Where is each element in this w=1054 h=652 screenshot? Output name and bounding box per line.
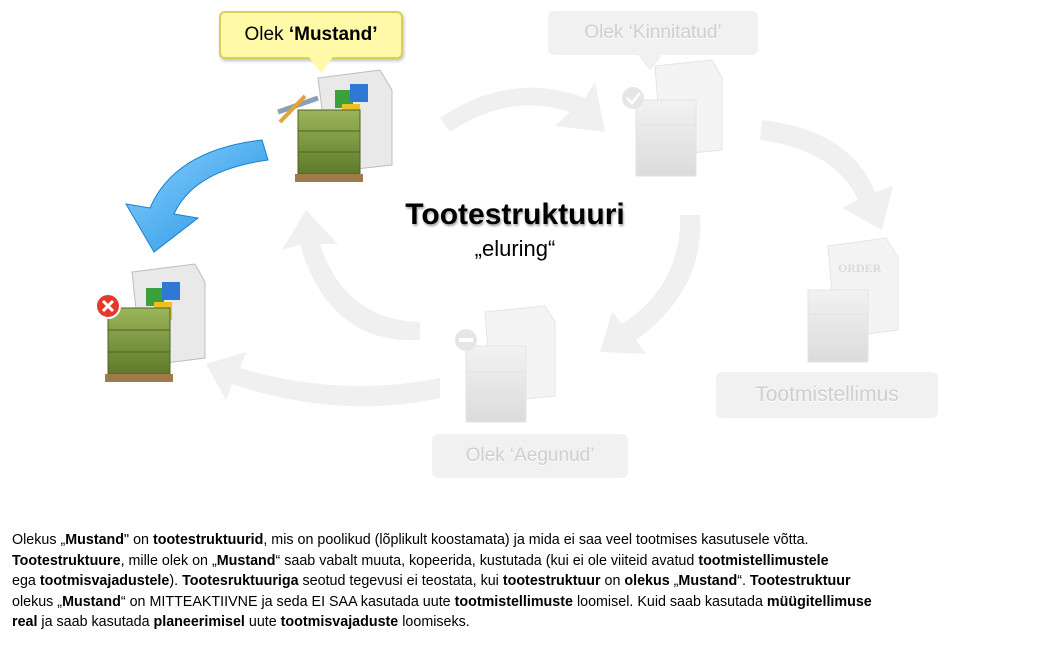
arrow-center-to-aegunud bbox=[600, 215, 701, 354]
crate-icon-kinnitatud bbox=[622, 59, 723, 177]
description-text-segment: olekus „ bbox=[12, 593, 63, 610]
callout-mustand-prefix: Olek bbox=[244, 24, 289, 45]
arrow-mustand-to-kinnitatud bbox=[440, 82, 605, 132]
diagram-canvas: ORDER bbox=[95, 59, 899, 423]
description-line: olekus „Mustand“ on MITTEAKTIIVNE ja sed… bbox=[12, 592, 1042, 613]
description-text-segment: ). bbox=[169, 573, 183, 589]
crate-icon-order: ORDER bbox=[807, 237, 899, 363]
callout-kinnitatud-label: Olek ‘Kinnitatud’ bbox=[584, 22, 722, 43]
crate-icon-mustand bbox=[295, 69, 393, 182]
delete-x-icon bbox=[95, 293, 121, 319]
tootmistellimus-label: Tootmistellimus bbox=[755, 383, 899, 406]
description-text-segment: “ saab vabalt muuta, kopeerida, kustutad… bbox=[275, 552, 699, 569]
callout-tip bbox=[638, 55, 662, 71]
callout-tootmistellimus: Tootmistellimus bbox=[716, 372, 938, 418]
description-bold: Mustand bbox=[62, 593, 121, 610]
description-bold: tootestruktuurid bbox=[152, 532, 264, 548]
description-bold: Tootestruktuur bbox=[749, 573, 851, 589]
callout-mustand: Olek ‘Mustand’ bbox=[219, 11, 403, 73]
description-bold: real bbox=[12, 614, 38, 630]
arrow-aegunud-to-mustand bbox=[282, 210, 420, 341]
diagram-subtitle: „eluring“ bbox=[474, 236, 556, 261]
description-bold: tootmisvajaduste bbox=[280, 614, 399, 630]
order-stamp-text: ORDER bbox=[838, 261, 882, 275]
description-text-segment: uute bbox=[244, 614, 281, 630]
description-bold: Mustand bbox=[216, 552, 276, 569]
description-text-segment: loomisel. Kuid saab kasutada bbox=[572, 593, 767, 610]
callout-aegunud-label: Olek ‘Aegunud’ bbox=[465, 445, 595, 466]
description-bold: Mustand bbox=[65, 532, 125, 548]
description-text-segment: „ bbox=[669, 573, 679, 589]
arrow-blue-mustand-to-deleted bbox=[125, 139, 269, 253]
description-bold: planeerimisel bbox=[153, 614, 245, 630]
callout-kinnitatud: Olek ‘Kinnitatud’ bbox=[548, 11, 758, 71]
description-line: real ja saab kasutada planeerimisel uute… bbox=[12, 612, 1042, 633]
description-bold: olekus bbox=[624, 573, 670, 589]
description-bold: Tootesruktuuriga bbox=[182, 573, 299, 589]
description-text-segment: , mis on poolikud (lõplikult koostamata)… bbox=[263, 532, 809, 548]
description-bold: tootmistellimuste bbox=[454, 593, 573, 610]
description-text-segment: ega bbox=[12, 573, 40, 589]
arrow-kinnitatud-to-order bbox=[760, 120, 893, 230]
description-bold: Tootestruktuure bbox=[12, 552, 121, 569]
description-bold: müügitellimuse bbox=[766, 593, 872, 610]
description-text-segment: “ on MITTEAKTIIVNE ja seda EI SAA kasuta… bbox=[120, 593, 455, 610]
description-text-segment: ja saab kasutada bbox=[37, 614, 154, 630]
description-text-segment: Olekus „ bbox=[12, 532, 66, 548]
description-bold: tootmistellimustele bbox=[698, 552, 829, 569]
description-bold: tootestruktuur bbox=[502, 573, 601, 589]
lifecycle-diagram: ORDER Olek ‘Mustand’ Olek ‘Kinnitatud’ O… bbox=[95, 11, 938, 478]
callout-tip bbox=[309, 57, 333, 73]
description-text-segment: , mille olek on „ bbox=[120, 552, 217, 569]
crate-icon-deleted bbox=[105, 263, 206, 382]
description-bold: Mustand bbox=[678, 573, 738, 589]
description-text-segment: loomiseks. bbox=[398, 614, 470, 630]
description-line: Olekus „Mustand" on tootestruktuurid, mi… bbox=[12, 530, 1042, 551]
pencil-ruler-icon bbox=[277, 94, 319, 124]
description-bold: tootmisvajadustele bbox=[39, 573, 170, 589]
callout-aegunud: Olek ‘Aegunud’ bbox=[432, 434, 628, 478]
arrow-bottom-left bbox=[206, 352, 440, 407]
description-text-segment: seotud tegevusi ei teostata, kui bbox=[298, 573, 503, 589]
diagram-title: Tootestruktuuri bbox=[405, 198, 625, 231]
crate-icon-aegunud bbox=[455, 305, 556, 423]
description-text-segment: on bbox=[600, 573, 625, 589]
description-text: Olekus „Mustand" on tootestruktuurid, mi… bbox=[12, 530, 1042, 633]
callout-mustand-bold: ‘Mustand’ bbox=[288, 24, 378, 45]
description-line: ega tootmisvajadustele). Tootesruktuurig… bbox=[12, 571, 1042, 592]
description-text-segment: “. bbox=[737, 573, 750, 589]
description-line: Tootestruktuure, mille olek on „Mustand“… bbox=[12, 551, 1042, 572]
description-text-segment: " on bbox=[124, 532, 153, 548]
